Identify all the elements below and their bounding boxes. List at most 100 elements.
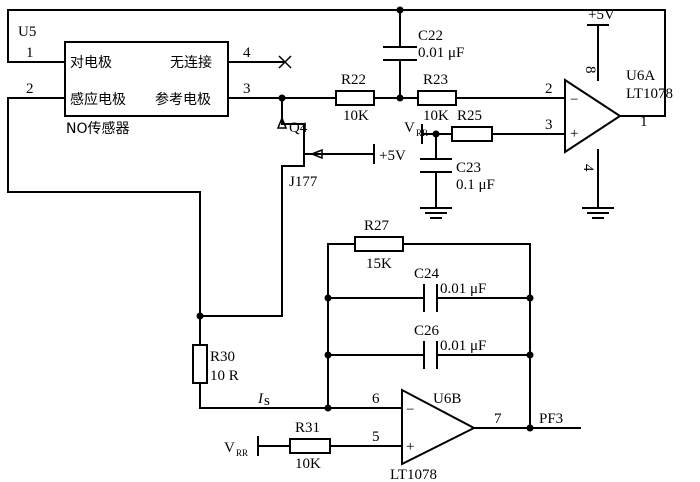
opamp-u6b-triangle xyxy=(401,388,477,466)
resistor-r23-body xyxy=(417,90,457,106)
u6a-ref: U6A xyxy=(626,68,655,84)
resistor-r30-body xyxy=(192,344,208,384)
c24-value: 0.01 μF xyxy=(440,281,486,297)
vrr-terminal-top: V RR xyxy=(404,120,428,144)
sensor-pin2-label: 感应电极 xyxy=(70,91,126,108)
r31-value: 10K xyxy=(295,456,321,472)
resistor-r25-body xyxy=(451,126,493,142)
is-label-subscript: s xyxy=(264,393,270,409)
u6b-pin-noninv: 5 xyxy=(372,429,380,445)
resistor-r31-body xyxy=(289,438,331,454)
ground-icon xyxy=(420,207,452,219)
q4-part: J177 xyxy=(289,174,318,190)
junction-dot xyxy=(526,294,534,302)
c23-ref: C23 xyxy=(456,160,481,176)
ground-u6a xyxy=(582,207,614,219)
r30-ref: R30 xyxy=(210,349,235,365)
c22-ref: C22 xyxy=(418,28,443,44)
wire-counter-electrode-feedback xyxy=(7,9,666,117)
opamp-u6b: − + U6B LT1078 6 5 7 PF3 xyxy=(372,388,563,482)
resistor-r23: R23 10K xyxy=(417,72,457,124)
capacitor-c26-plates xyxy=(423,341,438,369)
no-connect-cross-icon xyxy=(278,55,292,69)
jfet-q4: Q4 J177 +5V xyxy=(276,115,406,190)
vrr-top-label: V xyxy=(404,120,415,136)
wires xyxy=(7,9,666,447)
current-label: I s xyxy=(257,391,270,409)
r22-value: 10K xyxy=(343,108,369,124)
u6a-minus: − xyxy=(570,92,578,108)
resistor-r31: R31 10K xyxy=(289,420,331,472)
supply-vplus-u6a: +5V xyxy=(587,7,615,26)
u6b-ref: U6B xyxy=(433,391,461,407)
capacitor-c22-plates xyxy=(383,46,417,61)
resistor-r25: R25 xyxy=(451,108,493,142)
jfet-q4-gate-arrow-icon xyxy=(309,148,323,160)
junction-dot xyxy=(396,94,404,102)
resistor-r30: R30 10 R xyxy=(192,344,239,384)
r27-value: 15K xyxy=(366,256,392,272)
ground-c23 xyxy=(420,207,452,219)
vrr-bottom-label: V xyxy=(224,440,235,456)
r22-ref: R22 xyxy=(341,72,366,88)
u6a-pin-vminus: 4 xyxy=(580,164,596,172)
u6a-part: LT1078 xyxy=(626,86,673,102)
junction-dot xyxy=(196,312,204,320)
sensor-name: NO传感器 xyxy=(66,120,130,137)
junction-dot xyxy=(526,351,534,359)
sensor-u5-body xyxy=(64,41,229,117)
sensor-pin3-number: 3 xyxy=(243,81,251,97)
u6a-pin-inv: 2 xyxy=(545,81,553,97)
wire-r30-bottom xyxy=(199,382,403,409)
resistor-r22-body xyxy=(335,90,375,106)
q4-supply-label: +5V xyxy=(379,148,406,164)
capacitor-c26: C26 0.01 μF xyxy=(414,323,486,369)
wire-q4-source xyxy=(199,165,283,317)
c22-value: 0.01 μF xyxy=(418,45,464,61)
r23-value: 10K xyxy=(423,108,449,124)
vrr-top-subscript: RR xyxy=(416,128,428,138)
wire-sensing-electrode xyxy=(7,97,201,346)
r31-ref: R31 xyxy=(295,420,320,436)
vrr-bottom-subscript: RR xyxy=(236,448,248,458)
u6b-pin-out: 7 xyxy=(494,411,502,427)
junction-dot xyxy=(432,130,440,138)
u6b-plus: + xyxy=(406,439,414,455)
junction-dot xyxy=(324,404,332,412)
ground-icon xyxy=(582,207,614,219)
opamp-u6a-triangle xyxy=(564,78,622,154)
vrr-terminal-bottom: V RR xyxy=(224,436,259,458)
c26-ref: C26 xyxy=(414,323,440,339)
capacitor-c24: C24 0.01 μF xyxy=(414,266,486,312)
resistor-r27-body xyxy=(354,236,404,252)
capacitor-c22: C22 0.01 μF xyxy=(383,28,464,61)
u6b-minus: − xyxy=(406,402,414,418)
junctions xyxy=(196,6,534,432)
u6a-pin-out: 1 xyxy=(640,114,648,130)
r23-ref: R23 xyxy=(423,72,448,88)
sensor-pin4-label: 无连接 xyxy=(170,54,212,71)
sensor-ref: U5 xyxy=(18,24,36,40)
junction-dot xyxy=(526,424,534,432)
c26-value: 0.01 μF xyxy=(440,338,486,354)
capacitor-c23-plates xyxy=(420,158,452,173)
junction-dot xyxy=(278,94,286,102)
resistor-r22: R22 10K xyxy=(335,72,375,124)
sensor-pin1-label: 对电极 xyxy=(70,55,112,71)
junction-dot xyxy=(324,294,332,302)
u6a-pin-vplus: 8 xyxy=(582,66,598,74)
output-label: PF3 xyxy=(539,411,563,427)
resistor-r27: R27 15K xyxy=(354,218,404,272)
is-label: I xyxy=(257,391,264,407)
sensor-pin4-number: 4 xyxy=(243,45,251,61)
r30-value: 10 R xyxy=(210,368,239,384)
q4-ref: Q4 xyxy=(289,120,308,136)
r25-ref: R25 xyxy=(457,108,482,124)
c23-value: 0.1 μF xyxy=(456,177,495,193)
wire-feedback-left-bus xyxy=(327,243,356,409)
sensor-pin2-number: 2 xyxy=(26,81,34,97)
sensor-u5: U5 对电极 无连接 感应电极 参考电极 NO传感器 1 2 3 4 xyxy=(18,24,292,137)
wire-r27-right xyxy=(402,243,531,429)
junction-dot xyxy=(324,351,332,359)
capacitor-c24-plates xyxy=(423,284,438,312)
